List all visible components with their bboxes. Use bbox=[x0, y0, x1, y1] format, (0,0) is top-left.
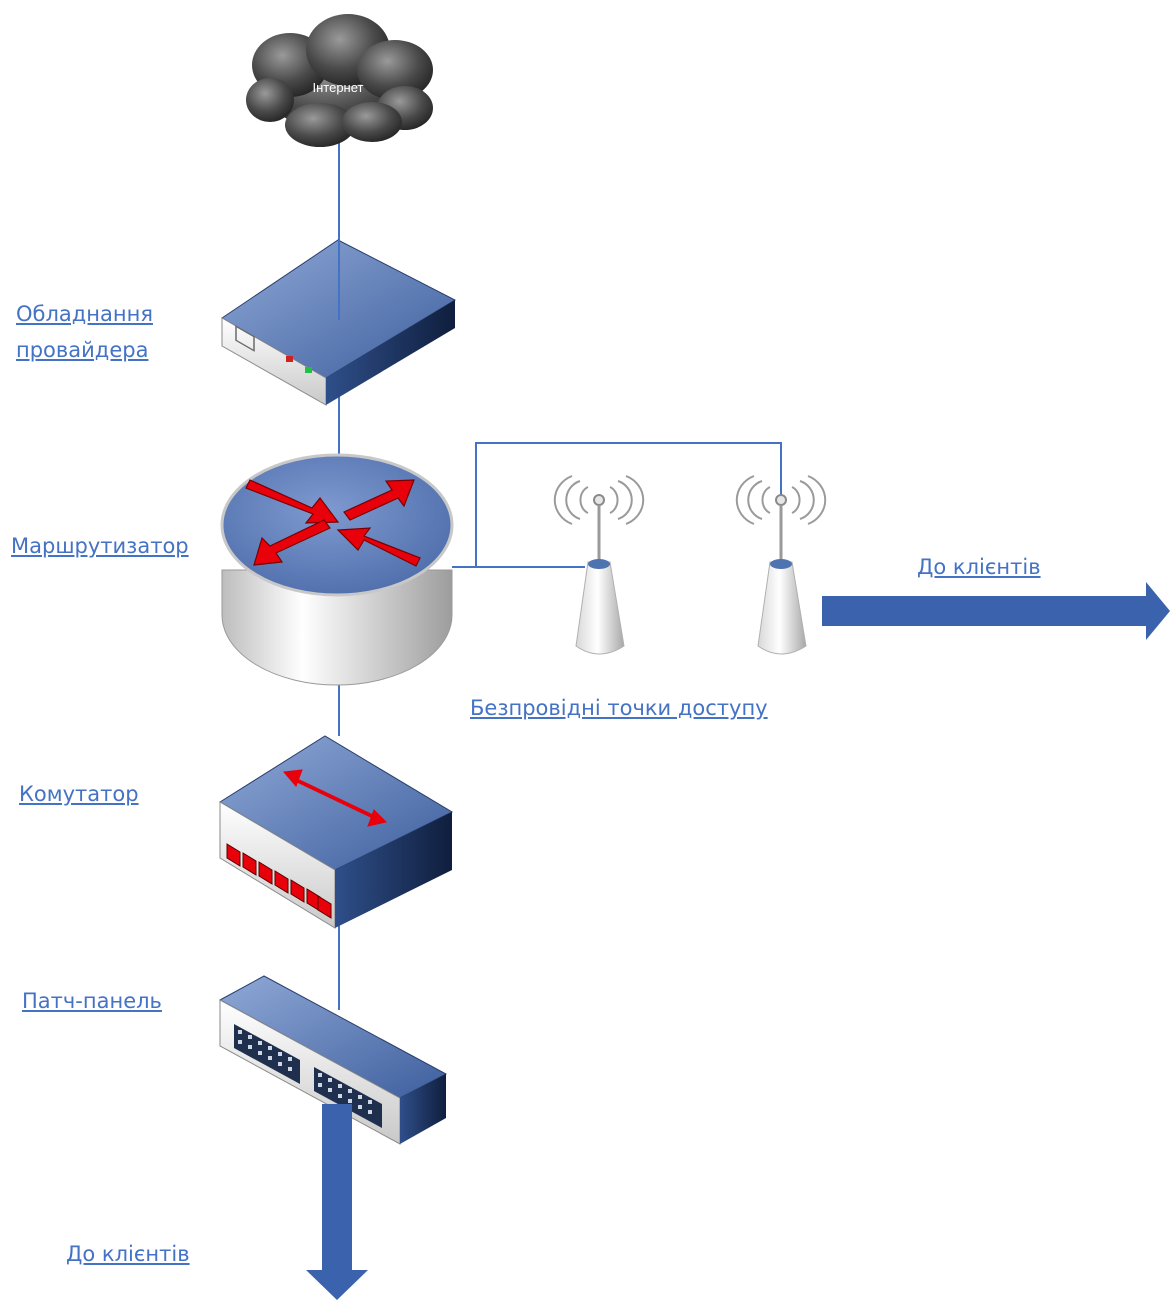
clients-right-label[interactable]: До клієнтів bbox=[917, 555, 1041, 579]
switch-icon bbox=[219, 735, 454, 929]
internet-label: Інтернет bbox=[313, 80, 364, 95]
router-label[interactable]: Маршрутизатор bbox=[11, 534, 189, 558]
patch-panel-icon bbox=[218, 975, 448, 1145]
provider-equipment-label[interactable]: Обладнання провайдера bbox=[16, 302, 153, 362]
access-point-2-icon bbox=[735, 475, 827, 655]
access-point-1-icon bbox=[553, 475, 645, 655]
switch-label[interactable]: Комутатор bbox=[19, 782, 139, 806]
arrow-to-clients-right-icon bbox=[822, 582, 1170, 640]
arrow-to-clients-bottom-icon bbox=[306, 1104, 368, 1300]
router-icon bbox=[220, 453, 454, 686]
access-points-label[interactable]: Безпровідні точки доступу bbox=[470, 696, 768, 720]
clients-bottom-label[interactable]: До клієнтів bbox=[66, 1242, 190, 1266]
patch-panel-label[interactable]: Патч-панель bbox=[22, 989, 162, 1013]
internet-cloud-icon: Інтернет bbox=[246, 14, 433, 147]
